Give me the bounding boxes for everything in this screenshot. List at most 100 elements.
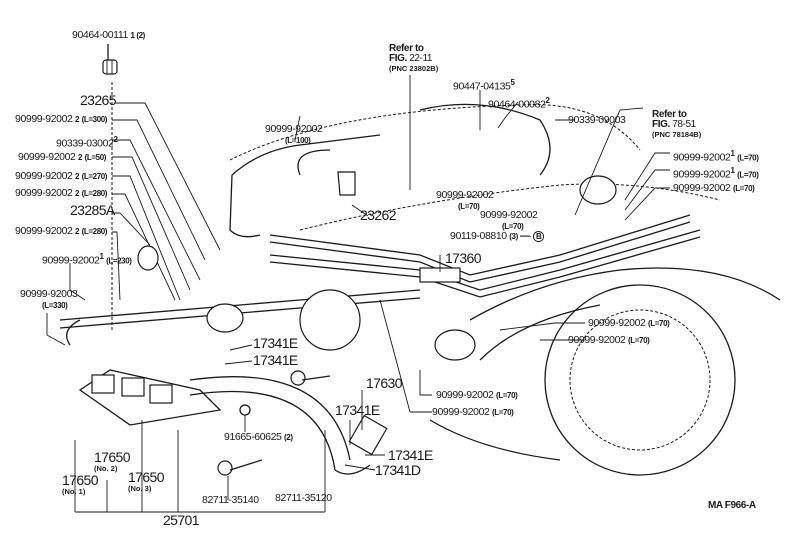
quantity: 1 xyxy=(730,166,735,175)
label-90999-92002-r1: 90999-920021 (L=70) xyxy=(673,148,759,164)
quantity: 2 xyxy=(545,96,550,105)
ref-pnc: (PNC 78184B) xyxy=(652,130,702,139)
part-number: 90999-92002 xyxy=(15,187,73,199)
label-17630: 17630 xyxy=(366,375,403,391)
part-number: 17650 xyxy=(94,449,131,465)
quantity: 2 xyxy=(75,115,80,124)
part-number: 17650 xyxy=(128,469,165,485)
length: (L=280) xyxy=(81,227,108,236)
sub-label: (No. 3) xyxy=(128,484,152,493)
quantity: 2 xyxy=(78,153,83,162)
part-number: 90999-92002 xyxy=(673,151,731,164)
label-90999-92002-l100: 90999-92002(L=100) xyxy=(265,124,323,146)
quantity: 2 xyxy=(113,135,118,144)
label-23262: 23262 xyxy=(360,207,397,223)
vacuum-canister xyxy=(137,175,617,361)
part-number: 90999-92002 xyxy=(15,170,73,182)
length: (L=70) xyxy=(648,319,670,328)
label-17341E-c: 17341E xyxy=(335,402,380,418)
part-number: 90999-92003 xyxy=(20,288,78,300)
quantity: (3) xyxy=(509,232,518,241)
length: (L=50) xyxy=(84,153,107,162)
quantity: 1 xyxy=(730,149,735,158)
part-number: 90999-92002 xyxy=(568,334,626,346)
vsv-bracket-assembly xyxy=(78,369,251,426)
part-number: 90999-92002 xyxy=(15,225,73,237)
intake-manifold xyxy=(229,103,721,238)
ref-fig-number: 78-51 xyxy=(672,119,696,130)
ref-text: Refer to xyxy=(652,109,687,120)
right-leader-lines xyxy=(224,75,670,471)
length: (L=100) xyxy=(285,136,311,145)
label-90339-03002: 90339-030022 xyxy=(56,134,118,150)
length: (L=330) xyxy=(42,301,68,310)
ref-fig-prefix: FIG. xyxy=(389,53,407,64)
sub-label: (No. 2) xyxy=(94,464,118,473)
part-number: 90999-92002 xyxy=(15,113,73,125)
label-90999-92002-m1: 90999-92002 (L=70) xyxy=(588,318,670,329)
part-number: 90999-92002 xyxy=(265,123,323,135)
label-90999-92002-l280a: 90999-92002 2 (L=280) xyxy=(15,188,107,199)
part-number: 90464-00111 xyxy=(72,29,128,41)
part-number: 90999-92002 xyxy=(436,389,494,401)
part-number: 90119-08810 xyxy=(450,230,507,242)
callout-mark-b: B xyxy=(532,231,545,242)
label-90999-92003-l330: 90999-92003(L=330) xyxy=(20,289,78,311)
part-number: 17650 xyxy=(62,472,99,488)
label-91665-60625: 91665-60625 (2) xyxy=(224,432,293,443)
label-23265: 23265 xyxy=(80,92,117,108)
label-90464-00082: 90464-000822 xyxy=(488,95,550,111)
label-17360: 17360 xyxy=(445,250,482,266)
label-90339-09003: 90339-09003 xyxy=(568,114,626,126)
quantity: 5 xyxy=(510,78,515,87)
length: (L=280) xyxy=(81,189,108,198)
label-90447-04135: 90447-041355 xyxy=(453,77,515,93)
length: (L=70) xyxy=(733,184,755,193)
length: (L=230) xyxy=(106,256,132,266)
label-90119-08810: 90119-08810 (3) — B xyxy=(450,230,545,242)
part-number: 90999-92002 xyxy=(18,151,76,163)
part-number: 90999-92002 xyxy=(673,182,731,194)
quantity: 2 xyxy=(75,227,80,236)
length: (L=70) xyxy=(737,153,759,163)
part-number: 90999-92002 xyxy=(42,254,100,267)
ref-fig-number: 22-11 xyxy=(409,53,433,64)
label-90999-92002-m2: 90999-92002 (L=70) xyxy=(568,334,650,346)
engine-block xyxy=(429,267,781,476)
length: (L=70) xyxy=(458,202,480,211)
label-17650-no2: 17650(No. 2) xyxy=(94,449,131,474)
part-number: 90999-92002 xyxy=(480,209,538,221)
part-number: 90999-92002 xyxy=(673,168,731,181)
label-90999-92002-r2: 90999-920021 (L=70) xyxy=(673,165,759,181)
part-number: 90447-04135 xyxy=(453,80,511,93)
label-90999-92002-c2: 90999-92002(L=70) xyxy=(480,210,538,232)
label-90999-92002-l1: 90999-92002 (L=70) xyxy=(436,389,518,401)
part-number: 90464-00082 xyxy=(488,98,546,111)
label-17341E-b: 17341E xyxy=(253,352,298,368)
label-23285A: 23285A xyxy=(70,202,115,218)
quantity: 1 xyxy=(99,252,104,261)
label-90999-92002-l280b: 90999-92002 2 (L=280) xyxy=(15,226,107,237)
length: (L=70) xyxy=(492,408,514,417)
bottom-leader-bus xyxy=(74,415,326,513)
label-17650-no3: 17650(No. 3) xyxy=(128,469,165,494)
length: (L=70) xyxy=(737,170,759,180)
sub-label: (No. 1) xyxy=(62,487,86,496)
length: (L=70) xyxy=(628,336,650,345)
label-90999-92002-l300: 90999-92002 2 (L=300) xyxy=(15,114,107,125)
label-82711-35140: 82711-35140 xyxy=(202,494,259,506)
label-17650-no1: 17650(No. 1) xyxy=(62,472,99,497)
label-82711-35120: 82711-35120 xyxy=(275,492,332,504)
part-number: 90339-03002 xyxy=(56,137,114,150)
part-number: 90999-92002 xyxy=(436,189,494,201)
quantity: 2 xyxy=(75,189,80,198)
label-90999-92002-l270: 90999-92002 2 (L=270) xyxy=(15,171,107,182)
label-90999-92002-l2: 90999-92002 (L=70) xyxy=(432,407,514,418)
length: (L=70) xyxy=(496,391,518,400)
ref-text: Refer to xyxy=(389,43,424,54)
bracket-82711 xyxy=(217,370,331,476)
quantity: (2) xyxy=(284,433,293,442)
